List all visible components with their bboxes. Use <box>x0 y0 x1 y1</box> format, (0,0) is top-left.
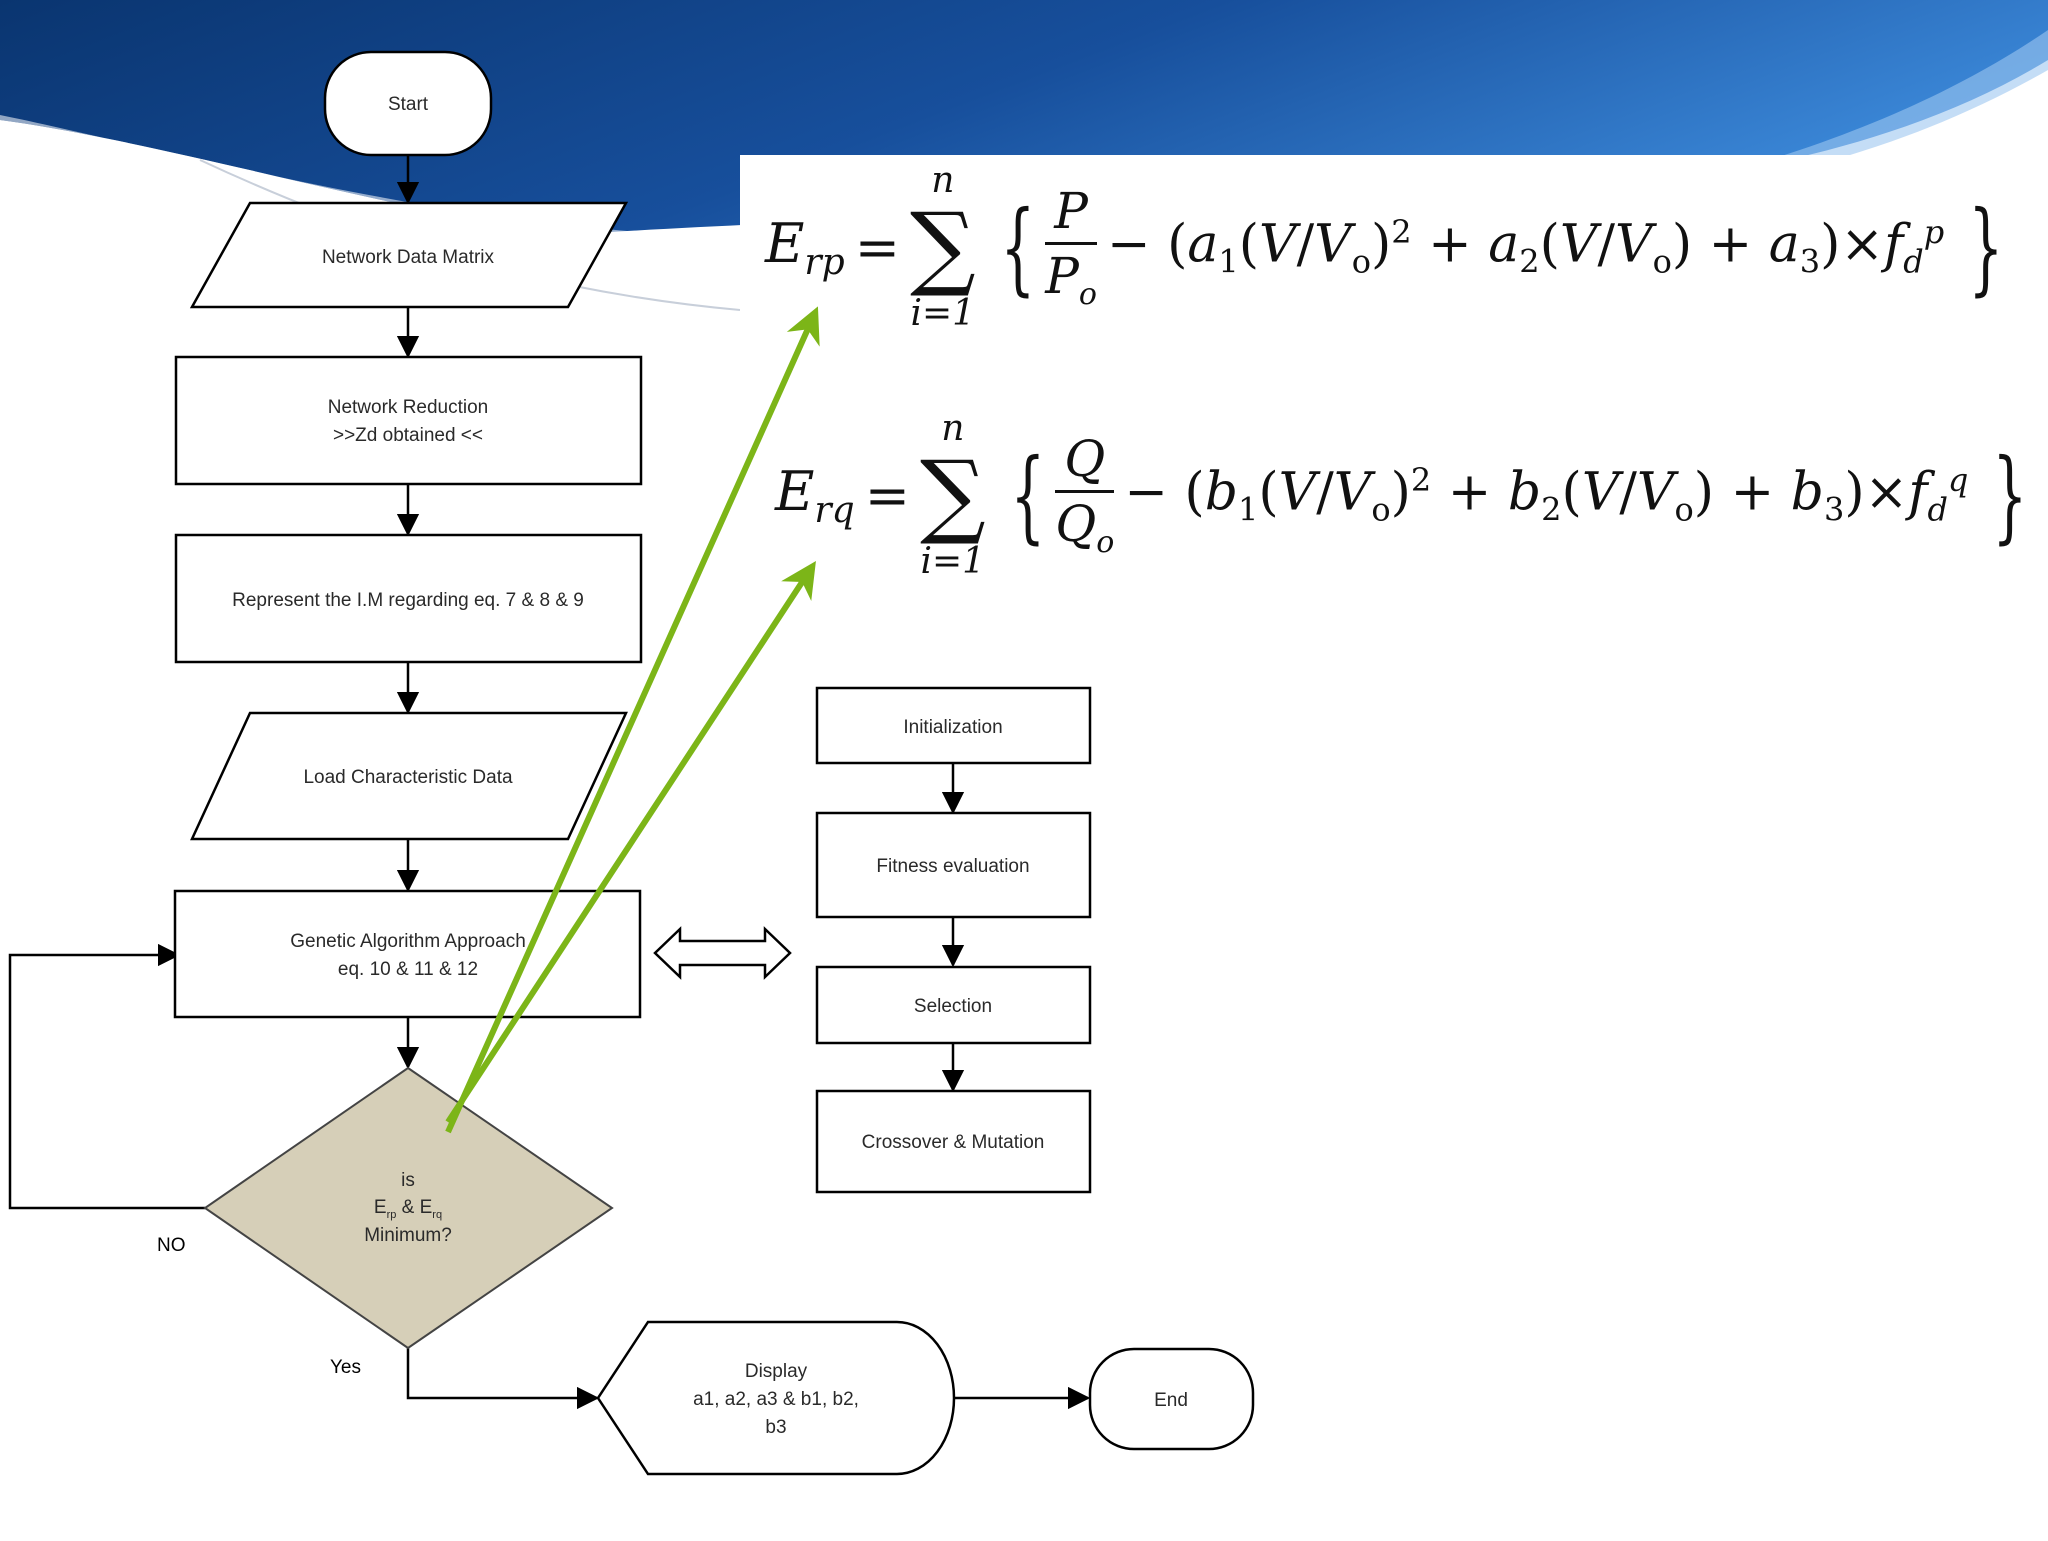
erp-fraction: P Po <box>1045 182 1097 312</box>
erp-equals: = <box>854 215 900 279</box>
ga-step-initialization: Initialization <box>815 686 1092 765</box>
end-node: End <box>1088 1347 1255 1451</box>
genetic-algorithm-node: Genetic Algorithm Approach eq. 10 & 11 &… <box>173 889 642 1019</box>
ga-step-selection: Selection <box>815 965 1092 1045</box>
ga-equations-label: eq. 10 & 11 & 12 <box>338 959 478 980</box>
decision-energies-label: Erp & Erq <box>374 1197 442 1221</box>
display-b3-label: b3 <box>765 1417 786 1438</box>
fitness-label: Fitness evaluation <box>876 856 1029 877</box>
display-node: Display a1, a2, a3 & b1, b2, b3 <box>596 1320 956 1476</box>
load-data-node: Load Characteristic Data <box>190 711 628 841</box>
equation-panel <box>740 155 2048 615</box>
erp-lhs: Erp <box>765 211 845 283</box>
represent-im-node: Represent the I.M regarding eq. 7 & 8 & … <box>174 533 643 664</box>
decision-is-label: is <box>401 1170 415 1191</box>
ga-step-fitness: Fitness evaluation <box>815 811 1092 919</box>
ga-step-crossover: Crossover & Mutation <box>815 1089 1092 1194</box>
decision-node: is Erp & Erq Minimum? <box>203 1066 614 1350</box>
erq-polynomial: − (b1(V/Vo)2 + b2(V/Vo) + b3)×fdq <box>1124 461 1969 529</box>
equation-erq: Erq = n ∑ i=1 { Q Qo − (b1(V/Vo)2 + b2(V… <box>775 408 2028 582</box>
erp-summation: n ∑ i=1 <box>909 160 976 334</box>
load-data-label: Load Characteristic Data <box>303 767 513 788</box>
display-label: Display <box>745 1361 808 1382</box>
display-coefficients-label: a1, a2, a3 & b1, b2, <box>693 1389 859 1410</box>
start-node: Start <box>323 50 493 157</box>
arrow-to-erp <box>445 306 820 1134</box>
erq-equals: = <box>864 463 910 527</box>
no-label: NO <box>157 1235 186 1256</box>
erp-polynomial: − (a1(V/Vo)2 + a2(V/Vo) + a3)×fdp <box>1106 213 1945 281</box>
decision-minimum-label: Minimum? <box>364 1225 452 1246</box>
crossover-label: Crossover & Mutation <box>862 1132 1045 1153</box>
end-label: End <box>1154 1390 1188 1411</box>
erq-lhs: Erq <box>775 459 855 531</box>
initialization-label: Initialization <box>903 717 1002 738</box>
network-data-node: Network Data Matrix <box>189 201 629 309</box>
connectors <box>8 155 1091 1410</box>
double-arrow-icon <box>653 926 792 980</box>
yes-label: Yes <box>330 1357 361 1378</box>
equation-erp: Erp = n ∑ i=1 { P Po − (a1(V/Vo)2 + a2(V… <box>765 160 2004 334</box>
network-data-label: Network Data Matrix <box>322 247 495 268</box>
annotation-arrows <box>445 306 820 1134</box>
erq-fraction: Q Qo <box>1055 430 1115 560</box>
ga-label: Genetic Algorithm Approach <box>290 931 526 952</box>
network-reduction-label: Network Reduction <box>328 397 489 418</box>
selection-label: Selection <box>914 996 992 1017</box>
arrow-to-erq <box>445 560 816 1124</box>
erq-summation: n ∑ i=1 <box>919 408 986 582</box>
zd-obtained-label: >>Zd obtained << <box>333 425 483 446</box>
network-reduction-node: Network Reduction >>Zd obtained << <box>174 355 643 486</box>
represent-im-label: Represent the I.M regarding eq. 7 & 8 & … <box>232 590 584 611</box>
start-label: Start <box>388 94 429 115</box>
